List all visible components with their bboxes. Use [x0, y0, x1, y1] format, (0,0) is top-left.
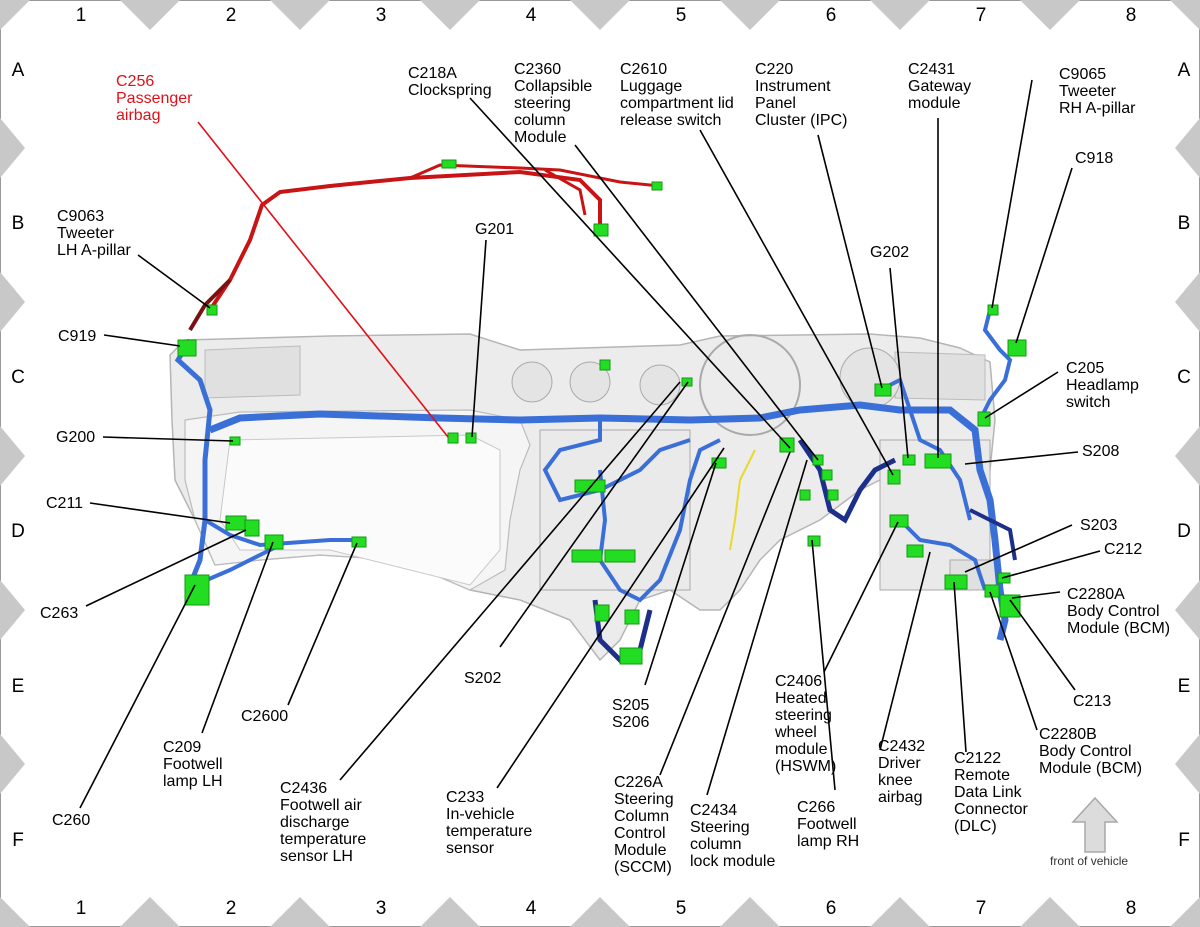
label-g202: G202: [870, 244, 910, 261]
label-c9065-tweeter-rh: C9065 Tweeter RH A-pillar: [1059, 66, 1136, 117]
grid-row-a: A: [11, 60, 25, 81]
grid-col-5-bottom: 5: [675, 898, 687, 919]
dashboard-outline: [169, 333, 1001, 662]
grid-row-a-right: A: [1177, 60, 1191, 81]
grid-col-1-bottom: 1: [75, 898, 87, 919]
grid-col-1: 1: [75, 5, 87, 26]
grid-col-5: 5: [675, 5, 687, 26]
label-s208: S208: [1082, 443, 1120, 460]
grid-col-6-bottom: 6: [825, 898, 837, 919]
label-c2436-footwell-air-sensor: C2436 Footwell air discharge temperature…: [280, 780, 367, 865]
label-c2432-driver-knee-airbag: C2432 Driver knee airbag: [878, 738, 926, 806]
grid-row-e-right: E: [1177, 676, 1191, 697]
label-c226a-sccm: C226A Steering Column Control Module (SC…: [614, 774, 674, 876]
label-c209-footwell-lamp-lh: C209 Footwell lamp LH: [163, 739, 223, 790]
label-c212: C212: [1104, 541, 1143, 558]
grid-col-7-bottom: 7: [975, 898, 987, 919]
label-s205-s206: S205 S206: [612, 697, 650, 731]
grid-col-4: 4: [525, 5, 537, 26]
label-c2600: C2600: [241, 708, 289, 725]
grid-col-2-bottom: 2: [225, 898, 237, 919]
label-c9063-tweeter-lh: C9063 Tweeter LH A-pillar: [57, 208, 131, 259]
grid-row-f: F: [12, 830, 24, 851]
grid-col-7: 7: [975, 5, 987, 26]
label-c220-ipc: C220 Instrument Panel Cluster (IPC): [755, 61, 848, 129]
label-c2406-hswm: C2406 Heated steering wheel module (HSWM…: [775, 673, 837, 775]
front-arrow: [1071, 796, 1119, 853]
label-c2360-collapsible-steering-column: C2360 Collapsible steering column Module: [514, 61, 593, 146]
grid-row-b: B: [11, 213, 25, 234]
label-g201: G201: [475, 221, 515, 238]
grid-row-e: E: [11, 676, 25, 697]
label-c266-footwell-lamp-rh: C266 Footwell lamp RH: [797, 799, 860, 850]
leader-lines: [79, 79, 1101, 809]
grid-row-f-right: F: [1178, 830, 1190, 851]
grid-col-8: 8: [1125, 5, 1137, 26]
label-c2610-luggage-release-switch: C2610 Luggage compartment lid release sw…: [620, 61, 734, 129]
grid-col-6: 6: [825, 5, 837, 26]
label-s202: S202: [464, 670, 502, 687]
grid-col-2: 2: [225, 5, 237, 26]
label-g200: G200: [56, 429, 96, 446]
grid-row-c: C: [11, 367, 25, 388]
grid-row-d-right: D: [1177, 521, 1191, 542]
label-c211: C211: [46, 495, 84, 512]
label-c2122-dlc: C2122 Remote Data Link Connector (DLC): [954, 750, 1028, 835]
grid-col-3: 3: [375, 5, 387, 26]
label-c263: C263: [40, 605, 79, 622]
label-c2434-steering-lock: C2434 Steering column lock module: [690, 802, 776, 870]
grid-row-b-right: B: [1177, 213, 1191, 234]
grid-col-3-bottom: 3: [375, 898, 387, 919]
label-c919: C919: [58, 328, 97, 345]
label-c205-headlamp-switch: C205 Headlamp switch: [1066, 360, 1139, 411]
grid-row-d: D: [11, 521, 25, 542]
red-harness: [188, 163, 661, 332]
front-of-vehicle-label: front of vehicle: [1050, 854, 1129, 868]
label-c256-passenger-airbag: C256 Passenger airbag: [116, 73, 193, 124]
grid-col-8-bottom: 8: [1125, 898, 1137, 919]
label-c2280b-bcm: C2280B Body Control Module (BCM): [1039, 726, 1143, 777]
blue-harness: [174, 309, 1017, 664]
label-c233-in-vehicle-temp-sensor: C233 In-vehicle temperature sensor: [446, 789, 533, 857]
label-c918: C918: [1075, 150, 1114, 167]
label-c213: C213: [1073, 693, 1112, 710]
grid-col-4-bottom: 4: [525, 898, 537, 919]
grid-row-c-right: C: [1177, 367, 1191, 388]
label-c2431-gateway-module: C2431 Gateway module: [908, 61, 972, 112]
label-c260: C260: [52, 812, 91, 829]
label-c218a-clockspring: C218A Clockspring: [408, 65, 492, 99]
label-s203: S203: [1080, 517, 1118, 534]
label-c2280a-bcm: C2280A Body Control Module (BCM): [1067, 586, 1171, 637]
